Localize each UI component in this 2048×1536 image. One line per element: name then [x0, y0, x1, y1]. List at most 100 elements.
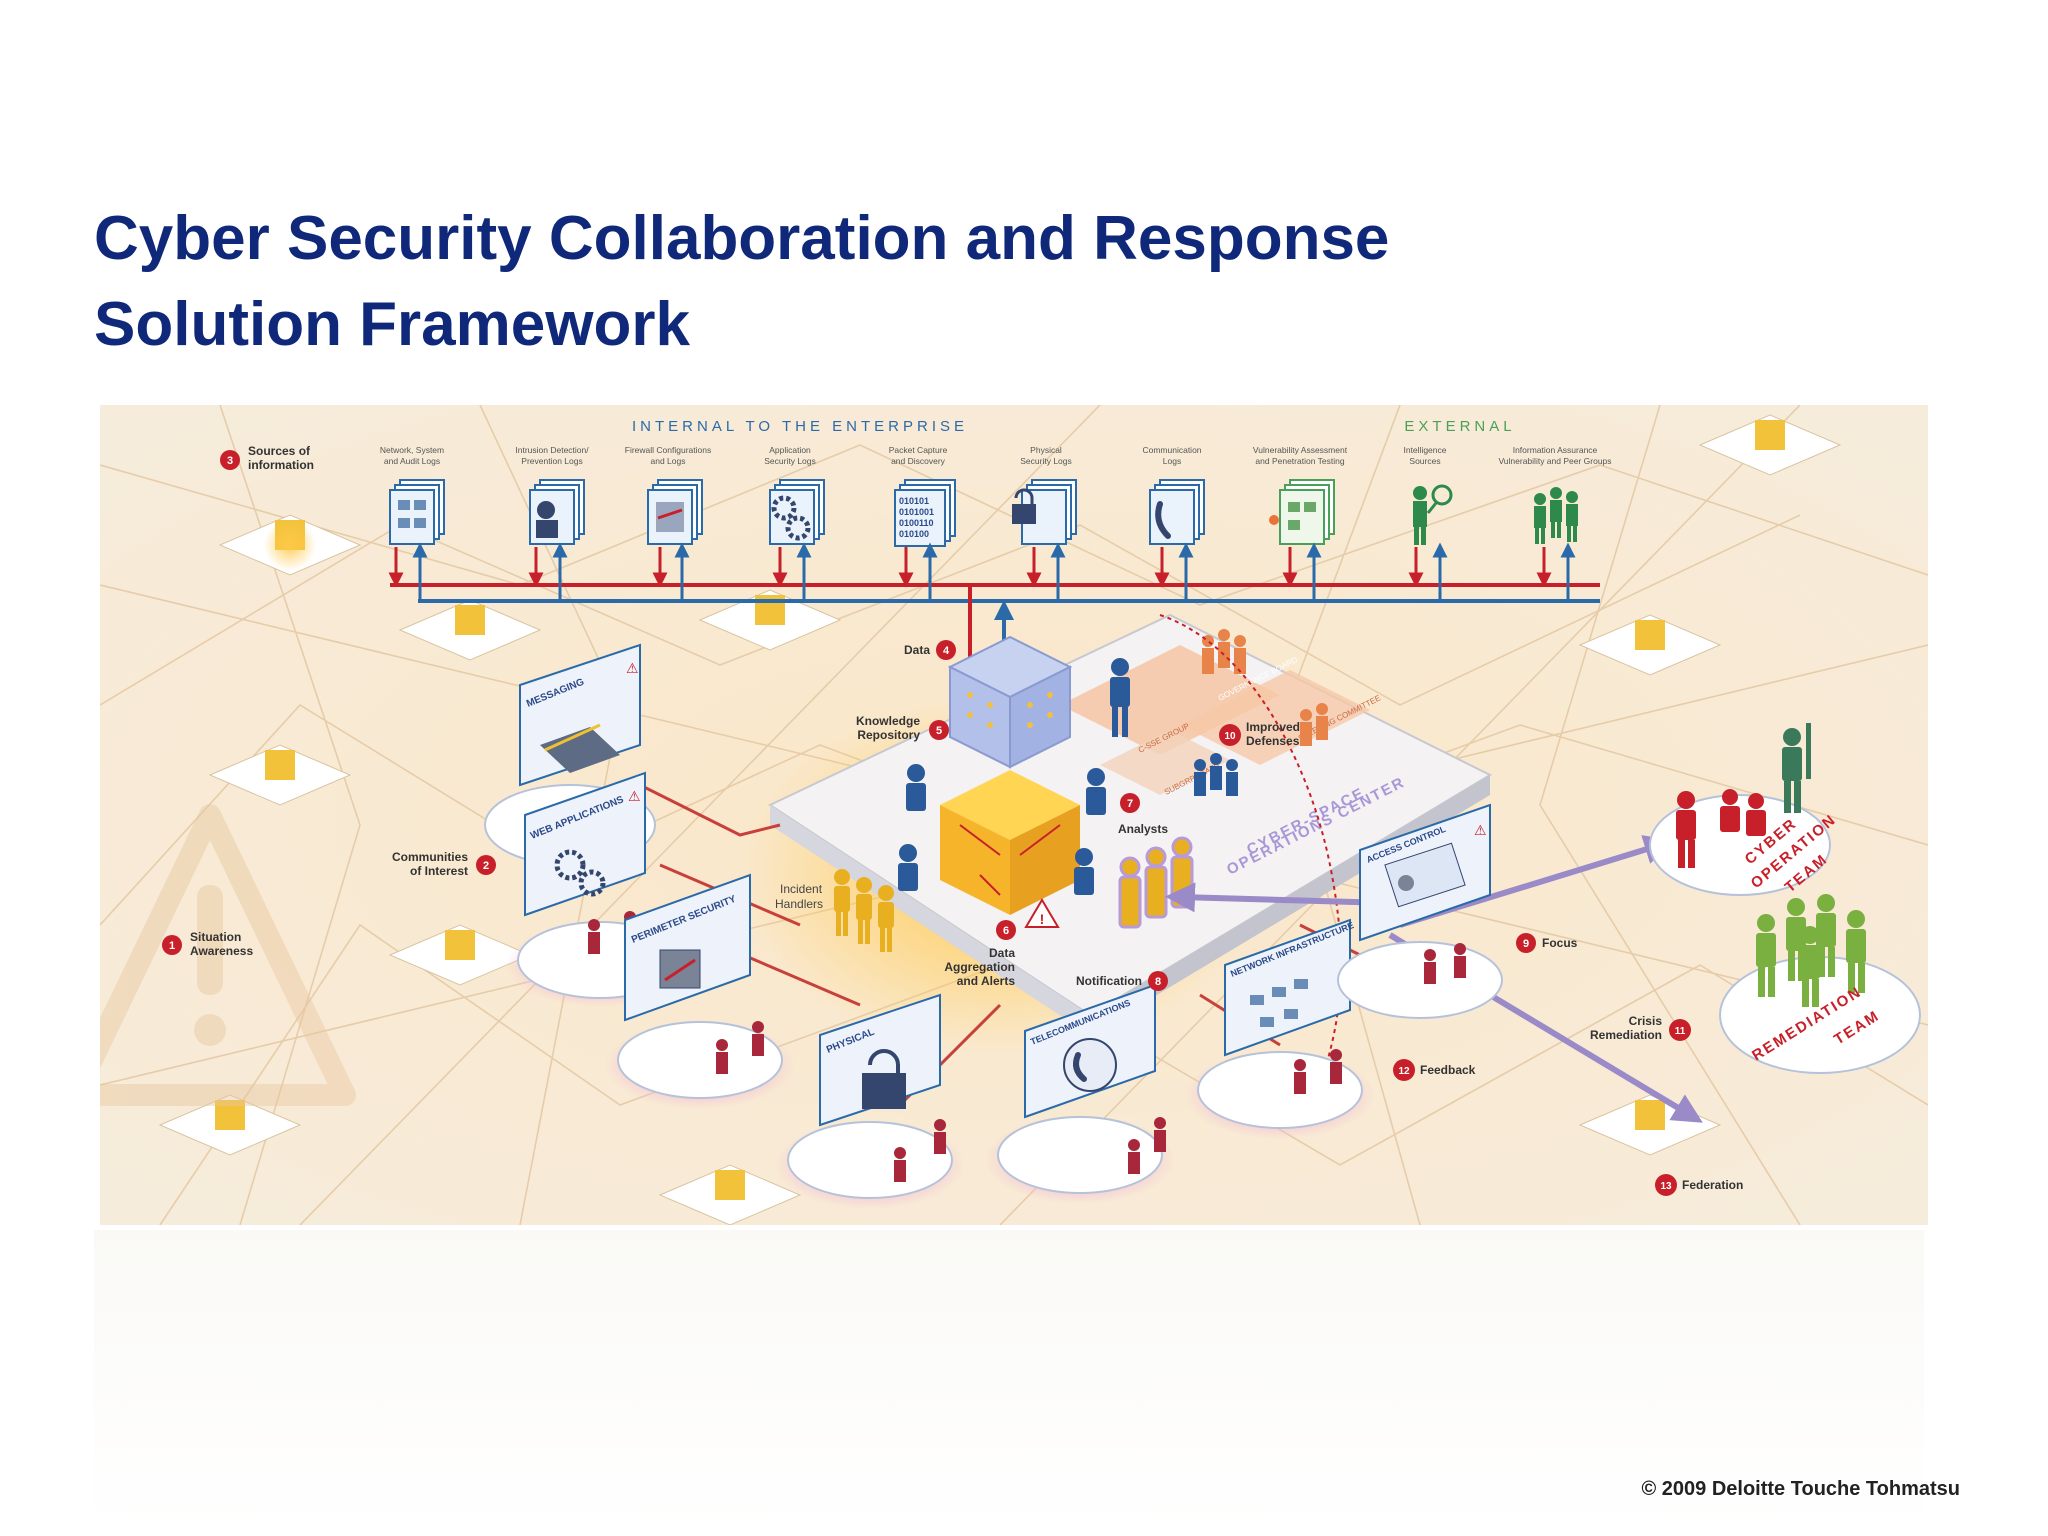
callout-3-number: 3	[227, 455, 233, 467]
community-physical: PHYSICAL	[775, 993, 965, 1209]
callout-2-number: 2	[483, 860, 489, 872]
source-label-2: Intrusion Detection/Prevention Logs	[515, 445, 589, 466]
community-access-control: ACCESS CONTROL ⚠	[1337, 803, 1503, 1019]
callout-1-line-1: Situation	[190, 930, 241, 944]
analysts-figures	[898, 658, 1130, 895]
federation-nodes	[158, 414, 1842, 1225]
cyberspace-operations-center: C-SSE GROUP GOVERNANCE BOARD STEERING CO…	[740, 613, 1493, 1086]
knowledge-repository-cube	[947, 635, 1073, 769]
callout-3-line-1: Sources of	[248, 444, 311, 458]
feedback-dotted-path	[1159, 614, 1342, 1086]
callout-8-label: Notification	[1076, 974, 1142, 988]
framework-diagram: INTERNAL TO THE ENTERPRISE EXTERNAL Netw…	[100, 405, 1928, 1225]
callout-9-label: Focus	[1542, 936, 1578, 950]
callout-10-number: 10	[1224, 731, 1236, 742]
callout-6-line-2: Aggregation	[944, 960, 1015, 974]
firewall-logs-document-icon	[647, 479, 703, 545]
callout-12-label: Feedback	[1420, 1063, 1476, 1077]
communication-logs-document-icon	[1149, 479, 1205, 545]
callout-5-line-2: Repository	[857, 728, 920, 742]
source-documents: 010101 0101001 0100110 010100	[389, 479, 1578, 547]
callout-2-line-2: of Interest	[410, 864, 468, 878]
callout-11-number: 11	[1675, 1026, 1686, 1037]
callout-3-line-2: information	[248, 458, 314, 472]
federation-node	[1698, 414, 1842, 476]
callout-2-line-1: Communities	[392, 850, 468, 864]
callout-8: 8 Notification	[1076, 971, 1168, 991]
peer-groups-people-icon	[1534, 487, 1578, 544]
svg-text:!: !	[1040, 911, 1045, 927]
packet-capture-document-icon: 010101 0101001 0100110 010100	[894, 479, 956, 547]
federation-node	[398, 599, 542, 661]
remediation-team: REMEDIATION TEAM	[1719, 894, 1921, 1074]
improved-defenses-blue-figures	[1194, 753, 1238, 796]
callout-11-line-1: Crisis	[1629, 1014, 1663, 1028]
header-internal: INTERNAL TO THE ENTERPRISE	[632, 418, 968, 435]
improved-defenses-figures	[1202, 629, 1328, 746]
federation-node	[218, 514, 362, 576]
situation-awareness-warning-icon	[100, 804, 356, 1106]
callout-6-line-1: Data	[989, 946, 1015, 960]
callout-11-line-2: Remediation	[1590, 1028, 1662, 1042]
svg-text:⚠: ⚠	[628, 788, 641, 804]
callout-12: 12 Feedback	[1393, 1059, 1476, 1081]
header-external: EXTERNAL	[1404, 418, 1515, 435]
svg-text:⚠: ⚠	[626, 660, 639, 676]
binary-line-2: 0101001	[899, 507, 934, 517]
callout-13: 13 Federation	[1655, 1174, 1743, 1196]
data-aggregation-core	[940, 770, 1080, 915]
callout-4-label: Data	[904, 643, 930, 657]
incident-handlers-line-2: Handlers	[775, 897, 823, 911]
callout-8-number: 8	[1155, 976, 1161, 988]
callout-9: 9 Focus	[1516, 933, 1578, 953]
callout-9-number: 9	[1523, 938, 1529, 950]
physical-logs-document-icon	[1012, 479, 1077, 545]
callout-5-line-1: Knowledge	[856, 714, 920, 728]
federation-node	[388, 924, 532, 986]
callout-5-number: 5	[936, 725, 942, 737]
copyright-notice: © 2009 Deloitte Touche Tohmatsu	[1641, 1478, 1961, 1500]
network-logs-document-icon	[389, 479, 445, 545]
federation-node	[1578, 614, 1722, 676]
federation-node	[208, 744, 352, 806]
community-network-infrastructure: NETWORK INFRASTRUCTURE	[1185, 918, 1375, 1139]
binary-line-4: 010100	[899, 529, 929, 539]
incident-handlers-figures	[834, 869, 894, 952]
application-logs-document-icon	[769, 479, 825, 545]
vulnerability-assessment-document-icon	[1269, 479, 1335, 545]
incident-handlers-line-1: Incident	[780, 882, 823, 896]
federation-node	[658, 1164, 802, 1225]
footer-fade	[94, 1230, 1924, 1530]
callout-7-number: 7	[1127, 798, 1133, 810]
notification-group-figures	[1118, 836, 1194, 929]
callout-13-label: Federation	[1682, 1178, 1743, 1192]
binary-line-1: 010101	[899, 496, 929, 506]
svg-text:⚠: ⚠	[1474, 822, 1487, 838]
incident-handlers-label: Incident Handlers	[775, 882, 825, 911]
federation-node	[158, 1094, 302, 1156]
page-title: Cyber Security Collaboration and Respons…	[94, 196, 1389, 368]
callout-10-line-1: Improved	[1246, 720, 1300, 734]
page-title-line-2: Solution Framework	[94, 290, 690, 359]
callout-6-number: 6	[1003, 925, 1009, 937]
intelligence-sources-person-icon	[1413, 484, 1453, 545]
